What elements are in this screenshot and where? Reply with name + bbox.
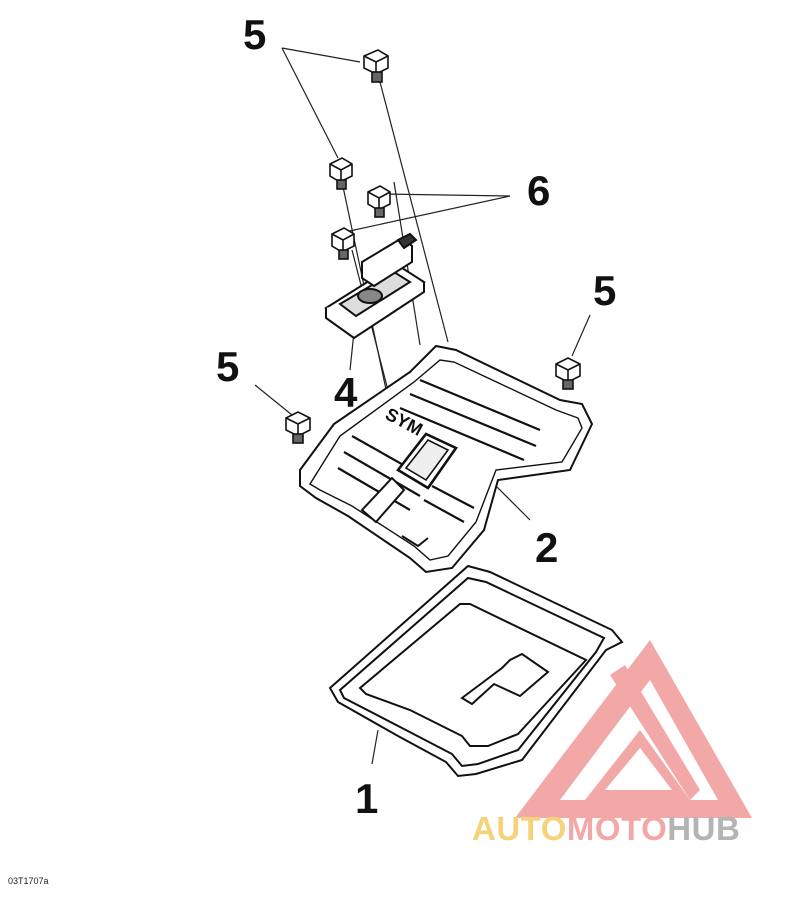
watermark-logo-icon — [515, 640, 752, 818]
bolt-left-icon — [285, 411, 311, 444]
valve-cover-part: SYM — [299, 344, 594, 574]
callout-2: 2 — [535, 524, 559, 571]
bolt-lower-icon — [331, 227, 355, 260]
callout-6: 6 — [527, 167, 551, 214]
watermark-auto: AUTO — [472, 810, 567, 847]
callout-5-top: 5 — [243, 11, 267, 58]
valve-cover-gasket-part — [328, 564, 624, 778]
watermark-hub: HUB — [667, 810, 741, 847]
callout-1: 1 — [355, 775, 379, 822]
bolt-top-icon — [363, 49, 389, 83]
watermark-text: AUTOMOTOHUB — [472, 810, 740, 848]
bolt-mid-right-icon — [367, 185, 391, 218]
breather-fitting-part — [324, 232, 426, 340]
callout-5-right: 5 — [593, 267, 617, 314]
callout-4: 4 — [334, 369, 358, 416]
figure-code: 03T1707a — [8, 876, 49, 886]
bolt-mid-left-icon — [329, 157, 353, 190]
watermark-moto: MOTO — [566, 810, 668, 847]
callout-5-left: 5 — [216, 343, 240, 390]
bolt-right-icon — [555, 357, 581, 390]
